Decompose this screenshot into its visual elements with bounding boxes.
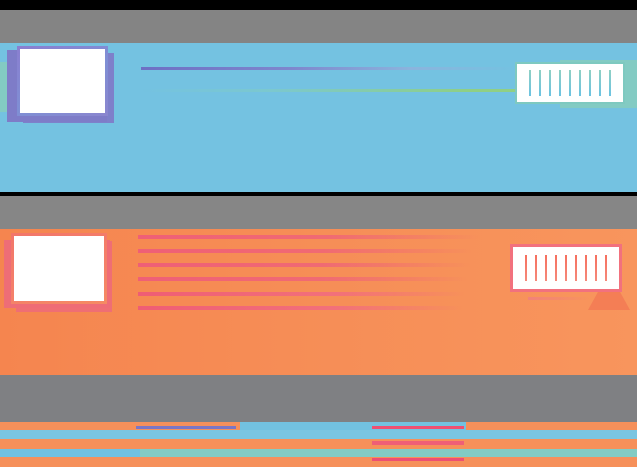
tick-mark (569, 70, 571, 96)
gray-band-2 (0, 196, 637, 229)
orange-panel-rule-5 (138, 292, 465, 296)
orange-tickbox[interactable] (510, 244, 622, 292)
green-left-accent-icon (0, 62, 9, 112)
tick-mark (525, 255, 527, 281)
top-black-strip (0, 0, 637, 10)
tick-mark (535, 255, 537, 281)
tick-mark (555, 255, 557, 281)
stripe-orange-b (0, 439, 637, 449)
tick-mark (565, 255, 567, 281)
tick-mark (585, 255, 587, 281)
blue-tickbox[interactable] (515, 62, 625, 104)
tick-mark (609, 70, 611, 96)
stripe-blue-b (0, 430, 637, 439)
orange-panel-rule-6 (138, 306, 463, 310)
blue-panel-rule-green (141, 89, 581, 92)
tick-mark (575, 255, 577, 281)
stripe-pink-segment-a (372, 426, 464, 429)
tick-mark (599, 70, 601, 96)
orange-panel-rule-1 (138, 235, 480, 239)
blue-card[interactable] (17, 46, 108, 116)
stripe-teal-a (0, 449, 637, 457)
bottom-stripes (0, 422, 637, 467)
tick-mark (579, 70, 581, 96)
stripe-orange-a2 (466, 422, 637, 430)
tick-mark (539, 70, 541, 96)
orange-panel-rule-3 (138, 263, 471, 267)
tick-mark (545, 255, 547, 281)
blue-tick-group (529, 70, 611, 96)
orange-panel-rule-4 (138, 277, 468, 281)
orange-card[interactable] (11, 233, 107, 304)
stripe-blue-c (0, 449, 140, 457)
tick-mark (549, 70, 551, 96)
stripe-pink-segment-b (372, 441, 464, 445)
stripe-purple-segment (136, 426, 236, 429)
tick-mark (559, 70, 561, 96)
blue-panel-rule-purple (141, 67, 516, 70)
stripe-pink-segment-c (372, 458, 464, 461)
orange-panel-rule-7 (528, 297, 590, 300)
tick-mark (605, 255, 607, 281)
tick-mark (529, 70, 531, 96)
tick-mark (595, 255, 597, 281)
stripe-orange-c (0, 457, 637, 467)
orange-panel-rule-2 (138, 249, 473, 253)
tick-mark (589, 70, 591, 96)
gray-band-1 (0, 10, 637, 43)
gray-band-3 (0, 375, 637, 422)
orange-tick-group (525, 255, 607, 281)
